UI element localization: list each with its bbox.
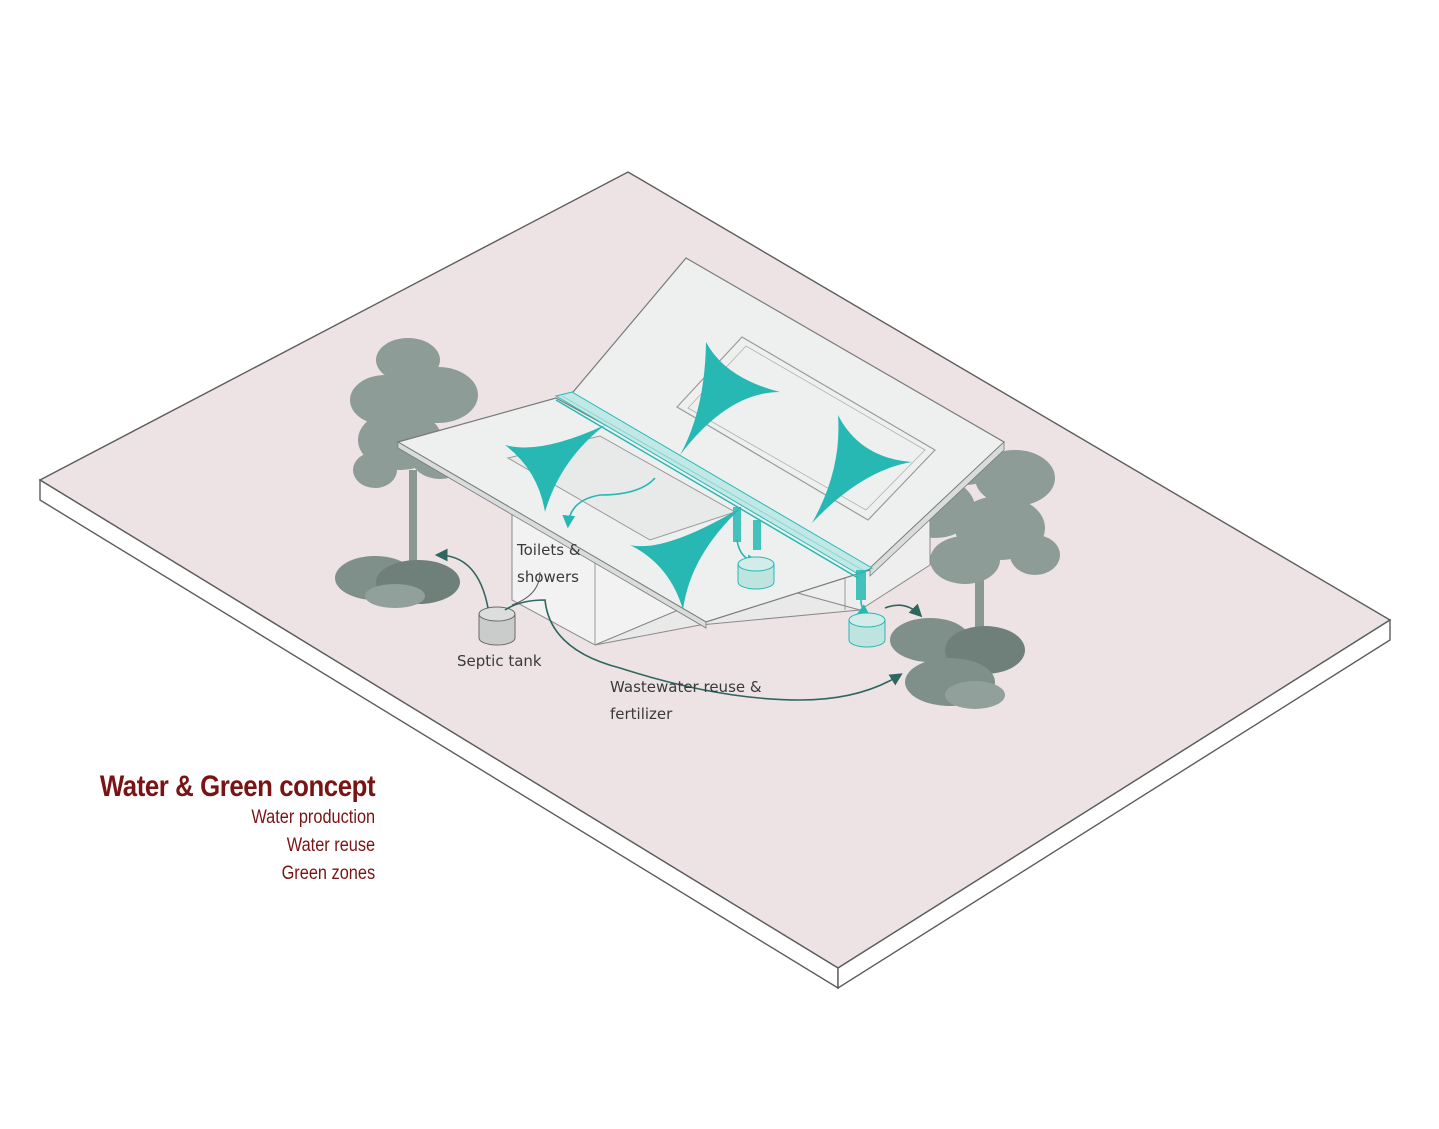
wastewater-label-line2: fertilizer — [610, 705, 673, 723]
callout-line — [511, 571, 541, 606]
toilets-label-line2: showers — [517, 568, 579, 586]
septic-tank — [478, 606, 516, 646]
wastewater-flows — [434, 548, 923, 701]
rain-drop-arrow-icon — [630, 507, 742, 610]
legend: Water & Green concept Water production W… — [55, 770, 376, 888]
rain-drop-arrow-icon — [812, 415, 912, 523]
rain-collection-icons — [505, 342, 912, 610]
plant-right — [890, 618, 1025, 709]
rain-drop-arrow-icon — [505, 425, 605, 512]
gutter — [554, 391, 874, 600]
legend-item-green-zones: Green zones — [281, 863, 375, 884]
legend-title: Water & Green concept — [99, 770, 376, 803]
water-tank-2 — [848, 612, 886, 648]
wastewater-label-line1: Wastewater reuse & — [610, 678, 762, 696]
plant-left — [335, 556, 460, 608]
toilets-label-line1: Toilets & — [517, 541, 581, 559]
legend-item-water-production: Water production — [251, 807, 375, 828]
legend-item-water-reuse: Water reuse — [286, 835, 375, 856]
septic-tank-label: Septic tank — [457, 652, 542, 670]
rain-drop-arrow-icon — [680, 342, 780, 455]
water-tank-1 — [737, 556, 775, 590]
